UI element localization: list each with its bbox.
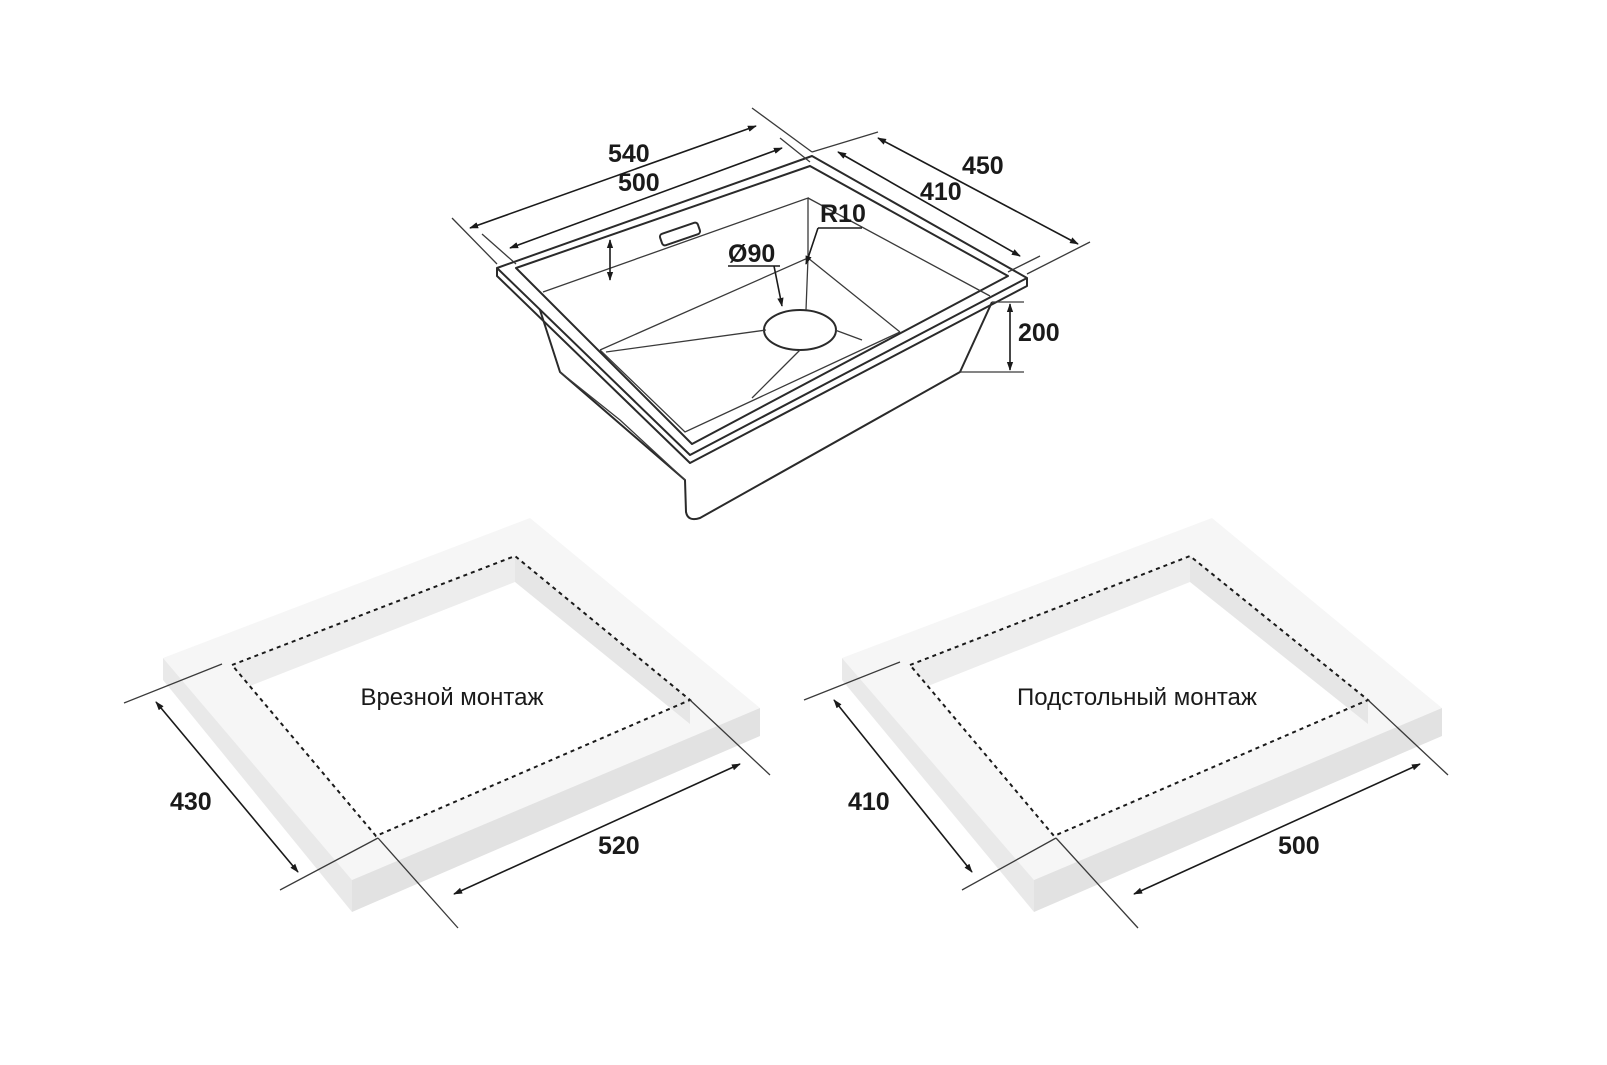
undermount-diagram: 410 500 Подстольный монтаж [803, 518, 1449, 929]
flush-dim-depth: 430 [170, 788, 212, 816]
dim-outer-depth: 450 [962, 152, 1004, 180]
sink-isometric-view: 540 500 450 410 R10 Ø90 200 [451, 107, 1091, 521]
flush-mount-caption: Врезной монтаж [360, 684, 543, 711]
flush-mount-diagram: 430 520 Врезной монтаж [123, 518, 771, 929]
sink-bowl-body [539, 301, 993, 521]
dim-drain-diameter: Ø90 [728, 240, 775, 268]
dim-corner-radius: R10 [820, 200, 866, 228]
overflow-slot [658, 221, 702, 247]
flush-dim-width: 520 [598, 832, 640, 860]
undermount-caption: Подстольный монтаж [1017, 684, 1257, 711]
under-countertop-top [842, 518, 1442, 880]
under-dim-depth: 410 [848, 788, 890, 816]
dim-inner-width: 500 [618, 169, 660, 197]
dim-inner-depth: 410 [920, 178, 962, 206]
sink-rim-outer-edge [496, 268, 1028, 464]
under-dim-width: 500 [1278, 832, 1320, 860]
drain-channels [605, 257, 863, 399]
dim-outer-width: 540 [608, 140, 650, 168]
flush-countertop-top [163, 518, 760, 880]
dim-bowl-height: 200 [1018, 319, 1060, 347]
sink-bowl-floor [599, 331, 901, 433]
sink-bowl-bottom-edge [559, 371, 686, 481]
drain-hole [763, 309, 837, 351]
